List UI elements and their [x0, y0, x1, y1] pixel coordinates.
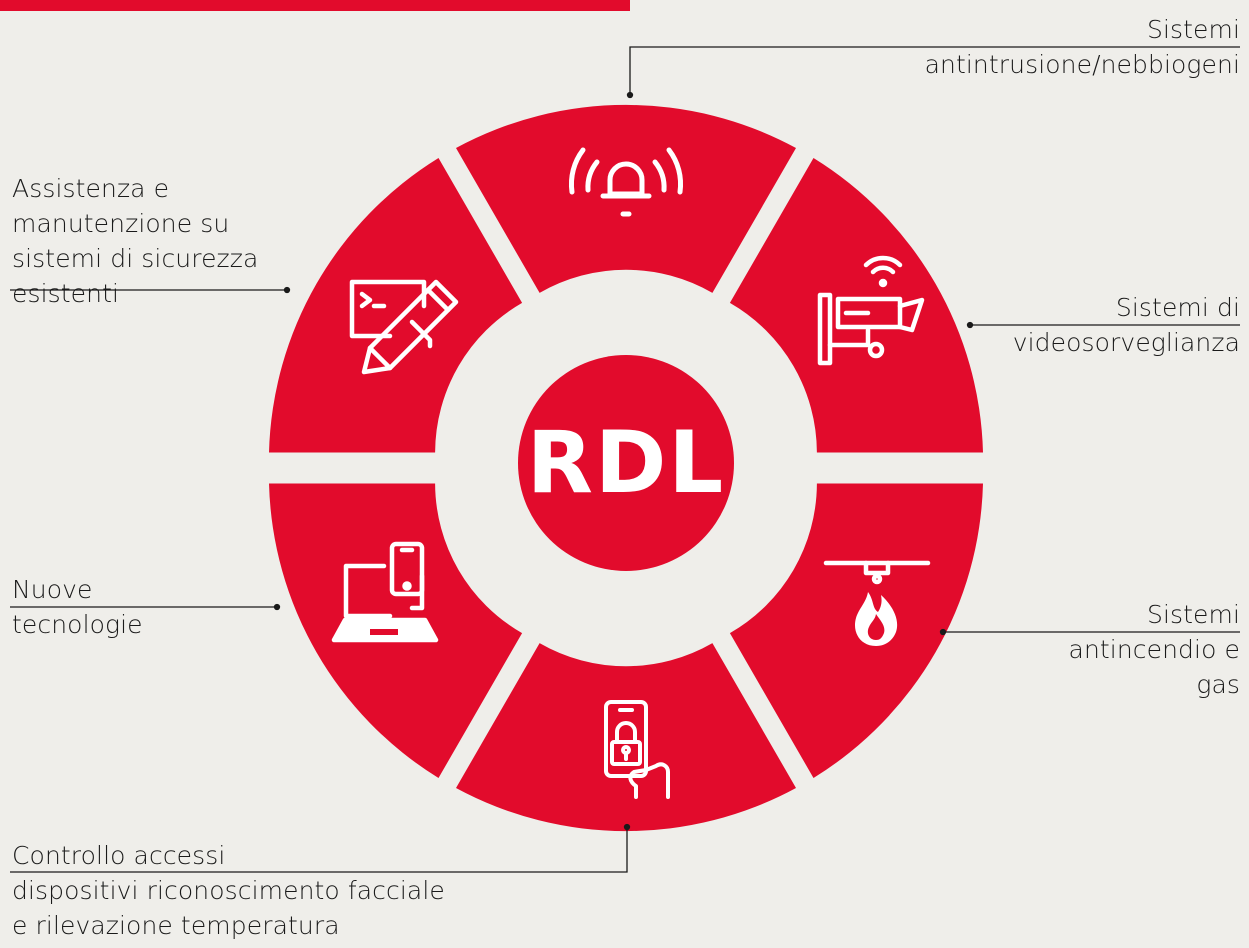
label-intrusion: Sistemi antintrusione/nebbiogeni: [924, 15, 1240, 79]
label-tech: Nuove tecnologie: [12, 575, 143, 639]
leader-lines: [10, 46, 1240, 873]
top-accent-bar: [0, 0, 630, 11]
label-video: Sistemi di videosorveglianza: [1012, 293, 1240, 357]
label-maintenance: Assistenza e manutenzione su sistemi di …: [12, 174, 259, 308]
label-fire: Sistemi antincendio e gas: [1068, 600, 1240, 699]
segment-maintenance[interactable]: [269, 158, 523, 453]
segment-video[interactable]: [729, 158, 983, 453]
access-control-phone-icon: [604, 700, 670, 799]
rdl-logo-text: RDL: [527, 413, 725, 513]
center-logo-circle: [518, 355, 734, 571]
segment-access[interactable]: [456, 643, 796, 832]
fire-detector-icon: [823, 560, 931, 646]
security-camera-icon: [817, 255, 925, 366]
pencil-screen-icon: [349, 279, 459, 375]
segment-intrusion[interactable]: [456, 104, 796, 293]
alarm-bell-icon: [568, 147, 684, 217]
laptop-phone-icon: [331, 541, 439, 643]
label-access: Controllo accessi dispositivi riconoscim…: [12, 841, 445, 940]
